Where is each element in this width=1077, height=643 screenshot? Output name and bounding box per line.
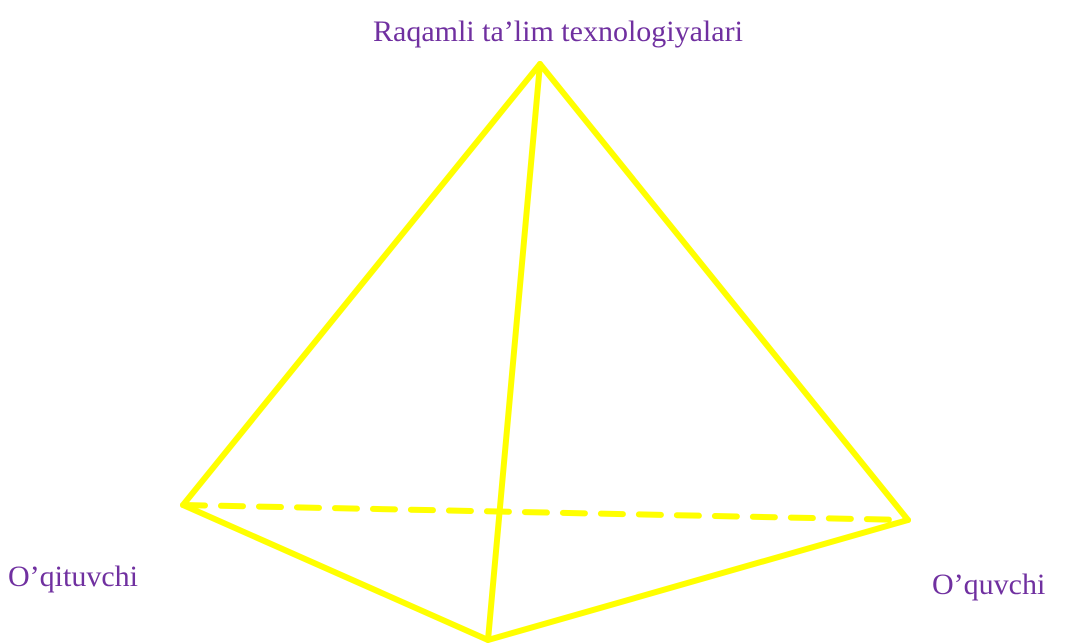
edge-apex-left (180, 61, 543, 508)
edge-apex-right (537, 61, 911, 523)
edge-right-front (485, 517, 911, 643)
edge-apex-front (485, 61, 543, 643)
left-vertex-label: O’qituvchi (8, 560, 138, 593)
apex-label: Raqamli ta’lim texnologiyalari (373, 15, 743, 48)
right-vertex-label: O’quvchi (932, 568, 1046, 601)
hidden-base-edge (180, 502, 911, 523)
edge-left-front (180, 502, 491, 643)
